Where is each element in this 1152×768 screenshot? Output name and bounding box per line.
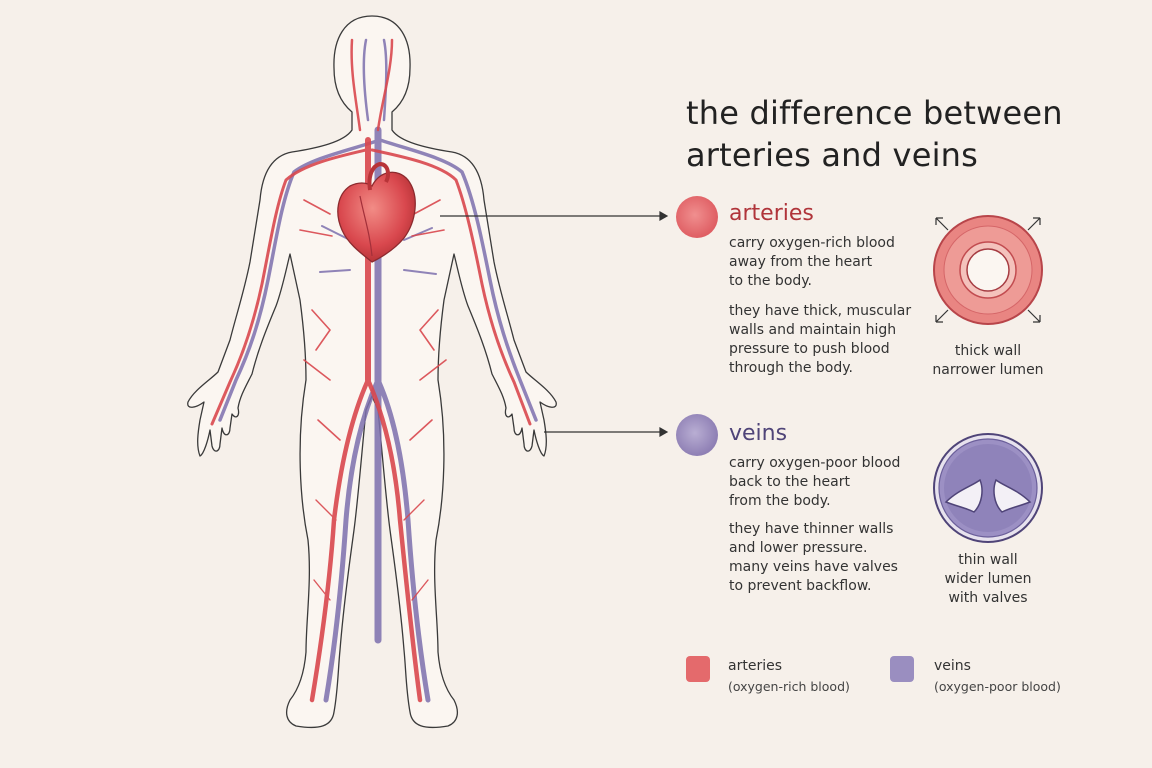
body-outline — [187, 15, 557, 729]
text-line: away from the heart — [729, 254, 873, 270]
vein-swatch — [890, 656, 914, 682]
text-line: to the body. — [729, 273, 813, 289]
arteries-description-2: they have thick, muscular walls and main… — [729, 302, 919, 378]
text-line: thick wall — [954, 343, 1022, 359]
text-line: back to the heart — [729, 474, 850, 490]
vein-color-dot — [676, 414, 718, 456]
text-line: to prevent backflow. — [729, 578, 872, 594]
text-line: through the body. — [729, 360, 853, 376]
artery-swatch — [686, 656, 710, 682]
title-line-2: arteries and veins — [686, 136, 979, 174]
text-line: from the body. — [729, 493, 831, 509]
text-line: carry oxygen-poor blood — [729, 455, 901, 471]
veins-description-1: carry oxygen-poor blood back to the hear… — [729, 454, 919, 511]
title-line-1: the difference between — [686, 94, 1063, 132]
vein-cross-section — [933, 433, 1043, 543]
circulatory-system-drawing — [187, 15, 669, 729]
text-line: they have thinner walls — [729, 521, 894, 537]
text-line: walls and maintain high — [729, 322, 897, 338]
text-line: thin wall — [958, 552, 1018, 568]
artery-color-dot — [676, 196, 718, 238]
text-line: with valves — [948, 590, 1028, 606]
legend-sublabel: (oxygen-rich blood) — [728, 679, 850, 694]
veins-description-2: they have thinner walls and lower pressu… — [729, 520, 919, 596]
text-line: pressure to push blood — [729, 341, 890, 357]
artery-network — [210, 38, 532, 703]
arteries-heading: arteries — [729, 201, 814, 226]
pressure-arrows — [935, 217, 1041, 323]
text-line: carry oxygen-rich blood — [729, 235, 895, 251]
text-line: many veins have valves — [729, 559, 898, 575]
legend-label: veins — [934, 658, 971, 674]
heart — [337, 161, 416, 263]
vein-cross-section-caption: thin wall wider lumen with valves — [913, 551, 1063, 608]
text-line: wider lumen — [944, 571, 1032, 587]
leader-lines — [440, 210, 669, 438]
artery-cross-section — [933, 215, 1043, 325]
artery-cross-section-caption: thick wall narrower lumen — [913, 342, 1063, 380]
arteries-description-1: carry oxygen-rich blood away from the he… — [729, 234, 919, 291]
text-line: and lower pressure. — [729, 540, 868, 556]
legend-sublabel: (oxygen-poor blood) — [934, 679, 1061, 694]
legend-label: arteries — [728, 658, 782, 674]
text-line: narrower lumen — [932, 362, 1044, 378]
vein-network — [218, 38, 538, 703]
text-line: they have thick, muscular — [729, 303, 912, 319]
veins-heading: veins — [729, 421, 788, 446]
valve — [944, 478, 1032, 513]
body-illustration — [187, 15, 669, 729]
page-title: the difference between arteries and vein… — [686, 92, 1126, 176]
